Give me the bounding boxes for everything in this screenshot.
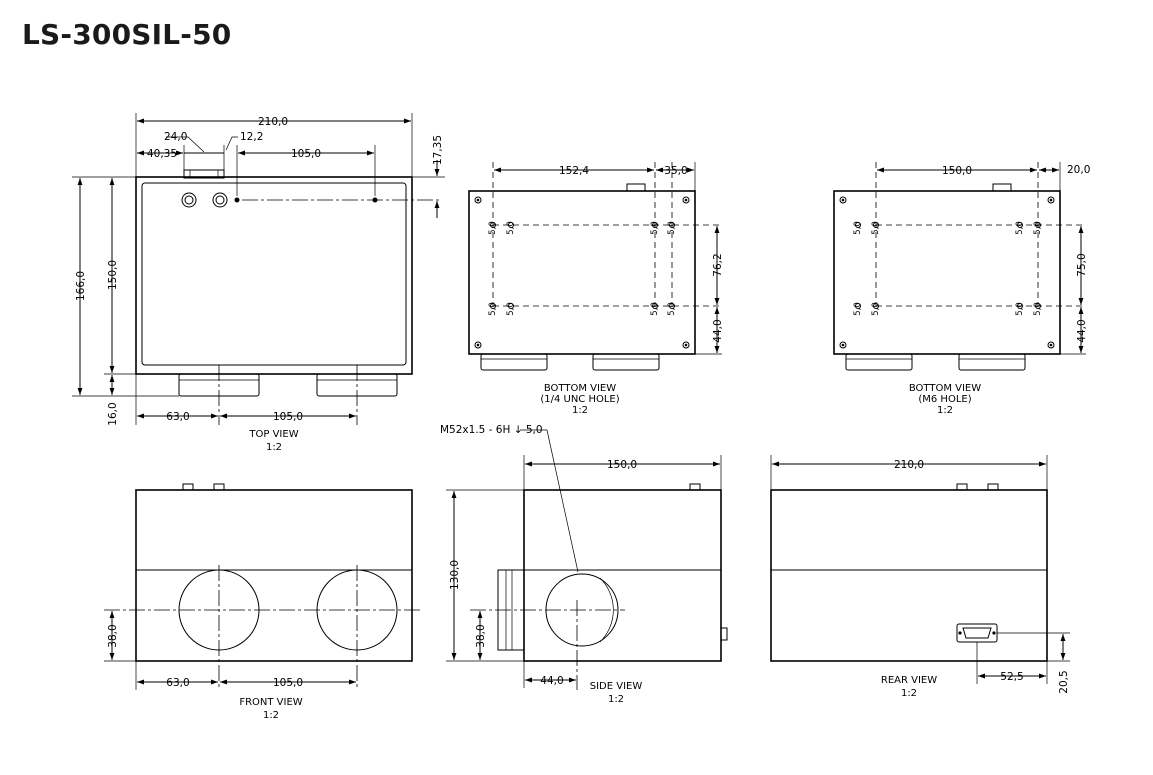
rear-view: 52,5 20,5 210,0 REAR VIEW 1:2 xyxy=(770,455,1070,699)
dim-top-height-total: 166,0 xyxy=(75,271,87,301)
top-view-body xyxy=(135,176,413,375)
dim-top-foot: 16,0 xyxy=(107,402,119,425)
top-view-knob-2 xyxy=(212,192,228,208)
dim-bottom-unc-vertical: 76,2 xyxy=(712,253,724,276)
front-knob-2 xyxy=(213,483,225,491)
top-view-scale: 1:2 xyxy=(266,442,282,453)
dim-front-port-x: 63,0 xyxy=(166,677,189,689)
side-view-scale: 1:2 xyxy=(608,694,624,705)
dim-bottom-m6-span: 150,0 xyxy=(942,165,972,177)
side-view-label: SIDE VIEW xyxy=(590,681,643,692)
hole-depth-label: 5,0 xyxy=(506,221,516,235)
dim-bottom-m6-bottom: 44,0 xyxy=(1076,319,1088,342)
hole-depth-label: 5,0 xyxy=(853,302,863,316)
hole-depth-label: 5,0 xyxy=(853,221,863,235)
top-view: 210,0 24,0 12,2 40,35 105,0 17,35 166,0 … xyxy=(72,113,445,453)
hole-depth-label: 5,0 xyxy=(1015,221,1025,235)
top-view-hole-1 xyxy=(234,197,240,203)
front-view-body xyxy=(135,489,413,662)
dim-side-width: 150,0 xyxy=(607,459,637,471)
side-thread-callout: M52x1.5 - 6H ↓ 5,0 xyxy=(440,424,543,436)
dim-side-height: 130,0 xyxy=(449,560,461,590)
hole-depth-label: 5,0 xyxy=(506,302,516,316)
dim-top-offset-a: 40,35 xyxy=(147,148,177,160)
rear-view-body xyxy=(770,489,1048,662)
dim-top-height-inner: 150,0 xyxy=(107,260,119,290)
dim-top-port-width: 24,0 xyxy=(164,131,187,143)
bottom-unc-note: (1/4 UNC HOLE) xyxy=(540,394,619,405)
rear-view-label: REAR VIEW xyxy=(881,675,937,686)
dim-top-offset-b: 12,2 xyxy=(240,131,263,143)
top-view-label: TOP VIEW xyxy=(248,429,298,440)
dim-bottom-m6-edge: 20,0 xyxy=(1067,164,1090,176)
rear-dsub-connector xyxy=(956,623,998,643)
bottom-view-m6: 5,0 5,0 5,0 5,0 5,0 5,0 5,0 5,0 150,0 20… xyxy=(833,162,1090,416)
top-view-connector xyxy=(183,169,225,179)
bottom-unc-holes xyxy=(490,222,675,309)
dim-bottom-unc-span: 152,4 xyxy=(559,165,589,177)
top-view-lid xyxy=(141,182,407,366)
dim-side-port-x: 44,0 xyxy=(540,675,563,687)
front-view: 38,0 63,0 105,0 FRONT VIEW 1:2 xyxy=(104,483,420,721)
top-view-knob-1 xyxy=(181,192,197,208)
dim-top-edge: 17,35 xyxy=(432,135,444,165)
bottom-unc-label: BOTTOM VIEW xyxy=(544,383,616,394)
bottom-m6-label: BOTTOM VIEW xyxy=(909,383,981,394)
bottom-m6-holes xyxy=(855,222,1041,309)
dim-bottom-unc-edge: 35,0 xyxy=(664,165,687,177)
bottom-m6-scale: 1:2 xyxy=(937,405,953,416)
front-view-scale: 1:2 xyxy=(263,710,279,721)
dim-top-width: 210,0 xyxy=(258,116,288,128)
hole-depth-label: 5,0 xyxy=(1033,302,1043,316)
dim-top-port-x: 63,0 xyxy=(166,411,189,423)
bottom-m6-note: (M6 HOLE) xyxy=(918,394,971,405)
dim-side-port-height: 38,0 xyxy=(475,624,487,647)
rear-view-scale: 1:2 xyxy=(901,688,917,699)
page-title: LS-300SIL-50 xyxy=(22,18,232,51)
side-view: M52x1.5 - 6H ↓ 5,0 150,0 130,0 38,0 44,0… xyxy=(440,424,728,705)
dim-front-height: 38,0 xyxy=(107,624,119,647)
dim-bottom-m6-vertical: 75,0 xyxy=(1076,253,1088,276)
hole-depth-label: 5,0 xyxy=(1015,302,1025,316)
dim-front-port-pitch: 105,0 xyxy=(273,677,303,689)
dim-top-pitch: 105,0 xyxy=(291,148,321,160)
bottom-view-unc: 5,0 5,0 5,0 5,0 5,0 5,0 5,0 5,0 152,4 35… xyxy=(468,162,724,416)
bottom-unc-scale: 1:2 xyxy=(572,405,588,416)
front-knob-1 xyxy=(182,483,194,491)
dim-rear-connector-x: 52,5 xyxy=(1000,671,1023,683)
bottom-m6-body xyxy=(833,190,1061,355)
hole-depth-label: 5,0 xyxy=(667,302,677,316)
bottom-unc-body xyxy=(468,190,696,355)
side-view-body xyxy=(523,489,722,662)
hole-depth-label: 5,0 xyxy=(871,302,881,316)
dim-bottom-unc-bottom: 44,0 xyxy=(712,319,724,342)
dim-top-port-pitch: 105,0 xyxy=(273,411,303,423)
dim-rear-width: 210,0 xyxy=(894,459,924,471)
front-view-label: FRONT VIEW xyxy=(239,697,302,708)
hole-depth-label: 5,0 xyxy=(488,302,498,316)
hole-depth-label: 5,0 xyxy=(650,302,660,316)
dim-rear-connector-y: 20,5 xyxy=(1058,670,1070,693)
